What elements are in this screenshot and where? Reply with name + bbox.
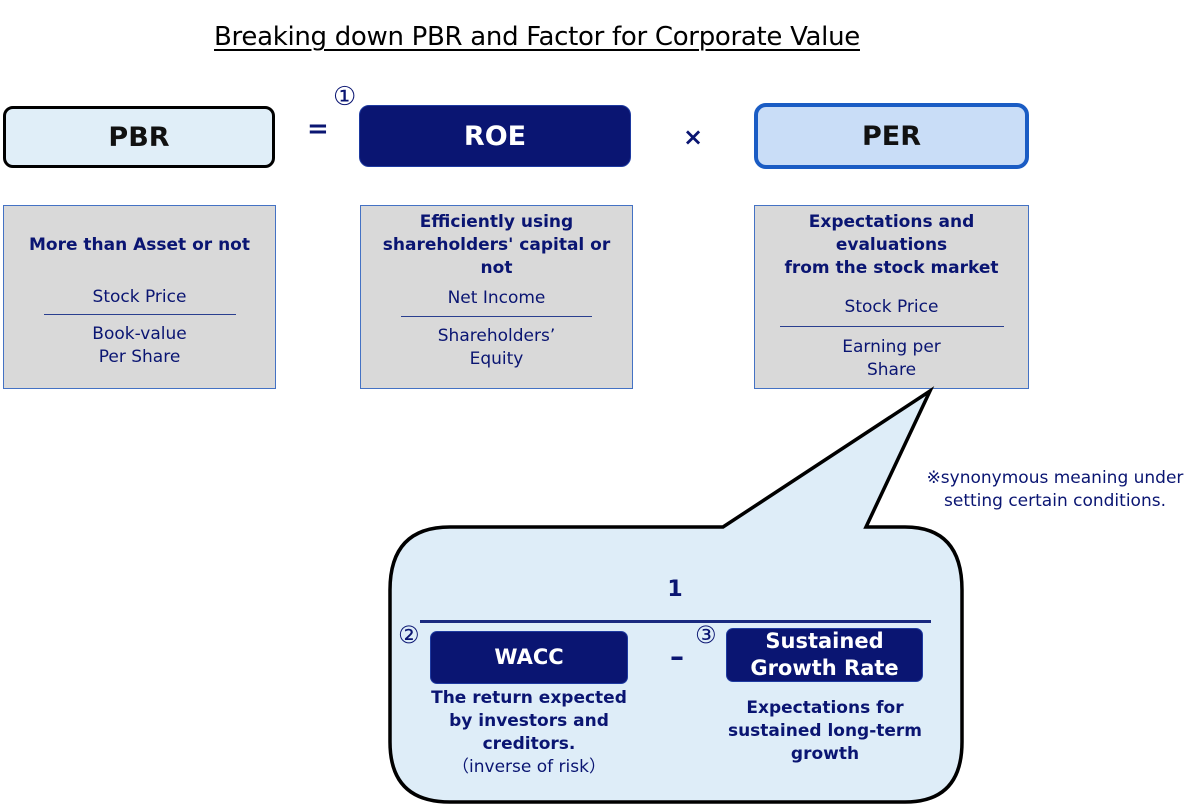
sgr-label-1: Sustained bbox=[765, 629, 884, 653]
footnote-line-2: setting certain conditions. bbox=[944, 491, 1166, 511]
sgr-marker-3: ③ bbox=[695, 621, 717, 649]
callout-numerator: 1 bbox=[667, 577, 683, 602]
per-card-denominator-2: Share bbox=[866, 360, 917, 380]
wacc-desc-1: The return expected bbox=[431, 688, 627, 708]
sgr-desc-1: Expectations for bbox=[746, 698, 904, 718]
roe-card-heading-2: shareholders' capital or bbox=[382, 235, 611, 255]
pbr-box: PBR bbox=[3, 106, 275, 168]
minus-sign: – bbox=[670, 640, 684, 673]
diagram-title: Breaking down PBR and Factor for Corpora… bbox=[214, 22, 860, 52]
callout-shape bbox=[388, 386, 964, 804]
pbr-card-heading: More than Asset or not bbox=[28, 235, 250, 255]
equals-sign: = bbox=[307, 114, 329, 144]
sustained-growth-rate-box: Sustained Growth Rate bbox=[726, 628, 923, 682]
fraction-line bbox=[43, 314, 236, 315]
roe-marker-1: ① bbox=[333, 82, 357, 112]
per-card-heading-2: evaluations bbox=[835, 235, 948, 255]
sgr-description: Expectations for sustained long-term gro… bbox=[716, 697, 934, 766]
roe-card-heading-3: not bbox=[480, 258, 513, 278]
roe-label: ROE bbox=[463, 120, 527, 152]
per-card: Expectations and evaluations from the st… bbox=[754, 205, 1029, 389]
per-label: PER bbox=[861, 120, 922, 152]
pbr-card-denominator-2: Per Share bbox=[98, 347, 181, 367]
wacc-desc-2: by investors and bbox=[449, 711, 609, 731]
per-card-denominator-1: Earning per bbox=[842, 337, 941, 357]
per-box: PER bbox=[754, 103, 1029, 169]
pbr-card-denominator-1: Book-value bbox=[92, 324, 187, 344]
wacc-description: The return expected by investors and cre… bbox=[420, 687, 638, 779]
pbr-card-numerator: Stock Price bbox=[92, 287, 187, 307]
fraction-line bbox=[401, 316, 592, 317]
footnote: ※synonymous meaning under setting certai… bbox=[910, 467, 1200, 513]
wacc-marker-2: ② bbox=[398, 621, 420, 649]
pbr-label: PBR bbox=[108, 121, 170, 153]
per-card-heading-3: from the stock market bbox=[784, 258, 999, 278]
wacc-desc-4: （inverse of risk） bbox=[452, 757, 606, 777]
per-card-heading-1: Expectations and bbox=[808, 212, 975, 232]
roe-box: ROE bbox=[359, 105, 631, 167]
callout-fraction-line bbox=[420, 620, 931, 623]
sgr-desc-3: growth bbox=[790, 744, 860, 764]
pbr-card: More than Asset or not Stock Price Book-… bbox=[3, 205, 276, 389]
wacc-box: WACC bbox=[430, 631, 628, 684]
footnote-line-1: ※synonymous meaning under bbox=[926, 468, 1184, 488]
sgr-desc-2: sustained long-term bbox=[727, 721, 923, 741]
roe-card-numerator: Net Income bbox=[447, 288, 546, 308]
wacc-desc-3: creditors. bbox=[482, 734, 576, 754]
roe-card-heading-1: Efficiently using bbox=[419, 212, 574, 232]
multiply-sign: × bbox=[683, 123, 704, 151]
fraction-line bbox=[779, 326, 1004, 327]
wacc-label: WACC bbox=[494, 645, 564, 669]
roe-card-denominator-2: Equity bbox=[469, 349, 524, 369]
sgr-label-2: Growth Rate bbox=[750, 656, 899, 680]
per-card-numerator: Stock Price bbox=[844, 297, 939, 317]
roe-card-denominator-1: Shareholders’ bbox=[437, 326, 556, 346]
roe-card: Efficiently using shareholders' capital … bbox=[360, 205, 633, 389]
